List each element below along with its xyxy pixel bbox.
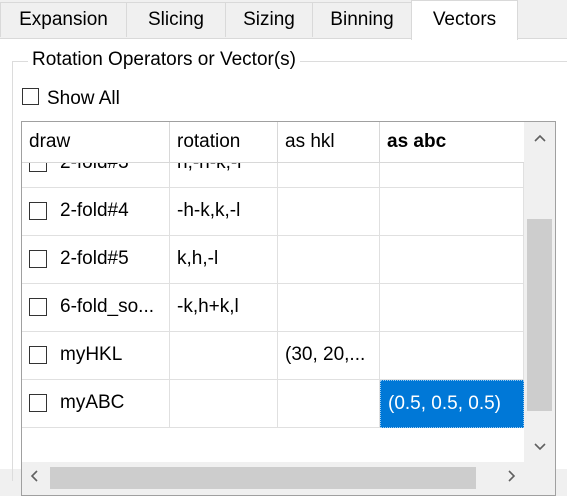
chevron-up-icon[interactable] <box>524 123 555 153</box>
row-name: 2-fold#5 <box>60 248 129 269</box>
table-row: myHKL (30, 20,... <box>22 332 524 380</box>
show-all-checkbox[interactable] <box>22 88 39 105</box>
vertical-scrollbar[interactable] <box>524 122 555 462</box>
show-all-label: Show All <box>47 88 120 109</box>
vectors-panel: Rotation Operators or Vector(s) Show All… <box>0 38 567 496</box>
table-row: 2-fold#5 k,h,-l <box>22 236 524 284</box>
cell-hkl[interactable]: (30, 20,... <box>278 332 380 380</box>
cell-draw[interactable]: 6-fold_so... <box>22 284 170 332</box>
chevron-left-icon[interactable] <box>22 462 48 495</box>
cell-draw[interactable]: 2-fold#5 <box>22 236 170 284</box>
chevron-down-icon[interactable] <box>524 432 555 462</box>
tab-slicing[interactable]: Slicing <box>126 2 226 37</box>
cell-abc[interactable] <box>380 284 524 332</box>
draw-checkbox[interactable] <box>29 202 47 220</box>
cell-hkl[interactable] <box>278 380 380 428</box>
column-header-hkl[interactable]: as hkl <box>278 122 380 162</box>
table-body: 2-fold#3 h,-h-k,-l 2-fold#4 -h-k,k,-l 2-… <box>22 122 524 455</box>
cell-hkl[interactable] <box>278 284 380 332</box>
horizontal-scrollbar[interactable] <box>22 462 524 495</box>
cell-abc[interactable] <box>380 236 524 284</box>
vertical-scroll-thumb[interactable] <box>527 219 552 411</box>
column-header-draw[interactable]: draw <box>22 122 170 162</box>
scrollbar-corner <box>524 462 555 495</box>
cell-abc[interactable] <box>380 140 524 188</box>
cell-rotation[interactable]: k,h,-l <box>170 236 278 284</box>
cell-hkl[interactable] <box>278 236 380 284</box>
horizontal-scroll-thumb[interactable] <box>50 467 476 489</box>
draw-checkbox[interactable] <box>29 250 47 268</box>
cell-draw[interactable]: myABC <box>22 380 170 428</box>
tab-sizing[interactable]: Sizing <box>225 2 313 37</box>
row-name: myABC <box>60 392 125 413</box>
chevron-right-icon[interactable] <box>498 462 524 495</box>
row-name: myHKL <box>60 344 123 365</box>
draw-checkbox[interactable] <box>29 298 47 316</box>
tab-binning[interactable]: Binning <box>312 2 412 37</box>
table-row: 2-fold#4 -h-k,k,-l <box>22 188 524 236</box>
column-header-rotation[interactable]: rotation <box>170 122 278 162</box>
cell-abc-selected[interactable]: (0.5, 0.5, 0.5) <box>380 380 524 428</box>
tab-expansion[interactable]: Expansion <box>0 2 127 37</box>
group-title: Rotation Operators or Vector(s) <box>28 49 300 71</box>
cell-rotation[interactable] <box>170 380 278 428</box>
table-row: myABC (0.5, 0.5, 0.5) <box>22 380 524 428</box>
cell-rotation[interactable]: -k,h+k,l <box>170 284 278 332</box>
cell-rotation[interactable]: -h-k,k,-l <box>170 188 278 236</box>
column-header-abc[interactable]: as abc <box>387 131 447 152</box>
table-header: draw rotation as hkl as abc <box>22 122 524 163</box>
cell-abc[interactable] <box>380 332 524 380</box>
cell-hkl[interactable] <box>278 140 380 188</box>
row-name: 6-fold_so... <box>60 296 154 317</box>
draw-checkbox[interactable] <box>29 394 47 412</box>
cell-draw[interactable]: myHKL <box>22 332 170 380</box>
vectors-table: 2-fold#3 h,-h-k,-l 2-fold#4 -h-k,k,-l 2-… <box>21 121 556 496</box>
row-name: 2-fold#4 <box>60 200 129 221</box>
tab-bar: Expansion Slicing Sizing Binning Vectors <box>0 0 567 40</box>
cell-draw[interactable]: 2-fold#4 <box>22 188 170 236</box>
tab-vectors[interactable]: Vectors <box>411 0 518 40</box>
cell-abc[interactable] <box>380 188 524 236</box>
table-row: 6-fold_so... -k,h+k,l <box>22 284 524 332</box>
cell-rotation[interactable] <box>170 332 278 380</box>
cell-hkl[interactable] <box>278 188 380 236</box>
draw-checkbox[interactable] <box>29 346 47 364</box>
